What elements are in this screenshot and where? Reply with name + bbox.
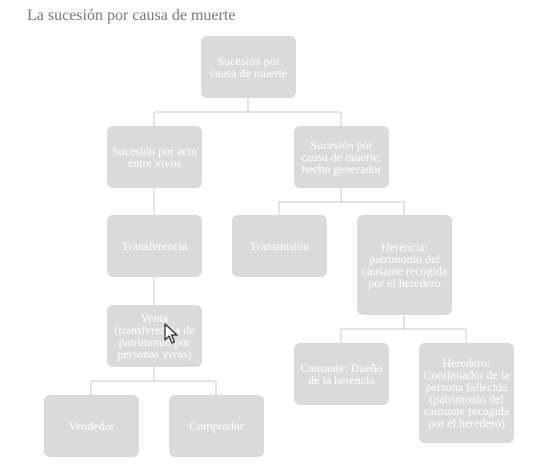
node-herencia-label: Herencia: patrimonio del causante recogi…: [361, 240, 448, 290]
node-heredero[interactable]: Heredero: Continuador de la persona fall…: [419, 343, 514, 443]
node-vendedor-label: Vendedor: [68, 419, 115, 433]
node-transmision-label: Transmisión: [249, 239, 310, 253]
node-acto-entre-vivos[interactable]: Sucesión por acto entre vivos: [107, 126, 202, 188]
node-transferencia-label: Transferencia: [121, 239, 188, 253]
node-hecho-generador[interactable]: Sucesión por causa de muerte: hecho gene…: [294, 126, 389, 188]
node-acto-entre-vivos-label: Sucesión por acto entre vivos: [111, 144, 198, 170]
node-causante-label: Causante: Dueño de la herencia: [300, 361, 383, 387]
node-root[interactable]: Sucesión por causa de muerte: [201, 36, 296, 98]
mouse-pointer-icon: [164, 323, 178, 344]
node-heredero-label: Heredero: Continuador de la persona fall…: [423, 356, 510, 430]
node-comprador[interactable]: Comprador: [169, 395, 264, 457]
node-herencia[interactable]: Herencia: patrimonio del causante recogi…: [357, 215, 452, 315]
node-vendedor[interactable]: Vendedor: [44, 395, 139, 457]
node-transmision[interactable]: Transmisión: [232, 215, 327, 277]
diagram-title: La sucesión por causa de muerte: [27, 7, 236, 24]
node-venta-label: Venta (transferencia de patrimonio por p…: [114, 311, 195, 361]
node-hecho-generador-label: Sucesión por causa de muerte: hecho gene…: [301, 138, 382, 176]
node-venta[interactable]: Venta (transferencia de patrimonio por p…: [107, 305, 202, 367]
node-root-label: Sucesión por causa de muerte: [209, 54, 288, 80]
node-comprador-label: Comprador: [189, 419, 244, 433]
node-causante[interactable]: Causante: Dueño de la herencia: [294, 343, 389, 405]
node-transferencia[interactable]: Transferencia: [107, 215, 202, 277]
